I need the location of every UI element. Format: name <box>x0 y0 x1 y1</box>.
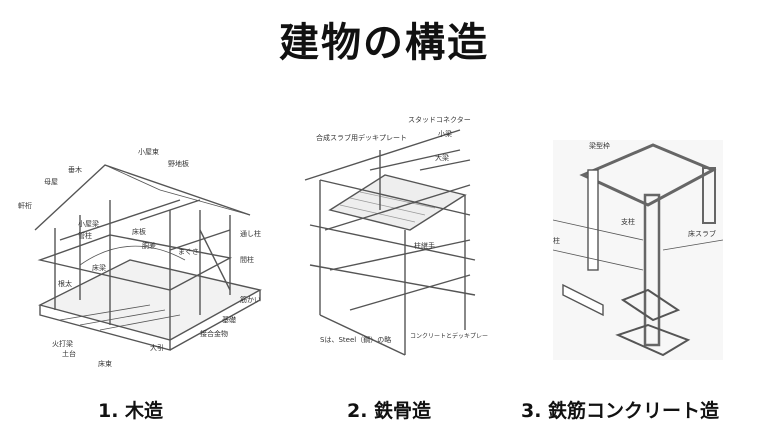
caption-steel: 2. 鉄骨造 <box>347 400 432 422</box>
label-moya: 母屋 <box>44 178 58 186</box>
label-kobari: 小梁 <box>438 129 452 138</box>
label-yuka-slab: 床スラブ <box>688 229 716 238</box>
label-yukabari: 床梁 <box>92 263 106 272</box>
label-stud-connector: スタッドコネクター <box>408 115 471 124</box>
label-composite-slab: コンクリートとデッキプレートの合成スラブ <box>410 332 490 340</box>
label-sujikai: 筋かい <box>240 295 261 304</box>
page-title: 建物の構造 <box>279 20 489 66</box>
label-kiso: 基礎 <box>222 315 236 324</box>
label-nojiita: 野地板 <box>168 159 189 168</box>
label-shichu: 支柱 <box>621 217 635 226</box>
wood-structure-illustration: 小屋束 野地板 垂木 母屋 軒桁 小屋梁 管柱 床板 胴差 まぐさ 通し柱 間柱… <box>0 140 270 370</box>
label-oobiki: 大引 <box>150 343 164 352</box>
label-koyazuka: 小屋束 <box>138 147 159 156</box>
label-mabashira: 間柱 <box>240 255 254 264</box>
label-yukaita: 床板 <box>132 227 146 236</box>
rc-structure-illustration: 梁型枠 支柱 柱 床スラブ <box>553 140 723 360</box>
label-hiuchibari: 火打梁 <box>52 339 73 348</box>
label-kudabashira: 管柱 <box>78 231 92 240</box>
label-hashira-tsugite: 柱継手 <box>414 241 435 250</box>
label-neda: 根太 <box>58 279 72 288</box>
caption-wood: 1. 木造 <box>98 400 164 422</box>
label-hashira: 柱 <box>553 236 560 245</box>
label-setsugou-kanamono: 接合金物 <box>200 329 228 338</box>
label-magusa: まぐさ <box>178 248 199 256</box>
steel-structure-illustration: スタッドコネクター 合成スラブ用デッキプレート 小梁 大梁 柱継手 Sは、Ste… <box>290 110 490 370</box>
label-harikatawaku: 梁型枠 <box>589 141 610 150</box>
label-dousashi: 胴差 <box>142 241 156 250</box>
label-koyabari: 小屋梁 <box>78 219 99 228</box>
label-toshibashira: 通し柱 <box>240 229 261 238</box>
label-oobari: 大梁 <box>435 153 449 162</box>
label-taruki: 垂木 <box>68 165 82 174</box>
label-steel-note: Sは、Steel（鋼）の略 <box>320 335 391 344</box>
caption-rc: 3. 鉄筋コンクリート造 <box>521 400 720 422</box>
label-dodai: 土台 <box>62 349 76 358</box>
label-yukazuka: 床束 <box>98 359 112 368</box>
label-deck-plate: 合成スラブ用デッキプレート <box>316 133 407 142</box>
label-nokigeta: 軒桁 <box>18 201 32 210</box>
